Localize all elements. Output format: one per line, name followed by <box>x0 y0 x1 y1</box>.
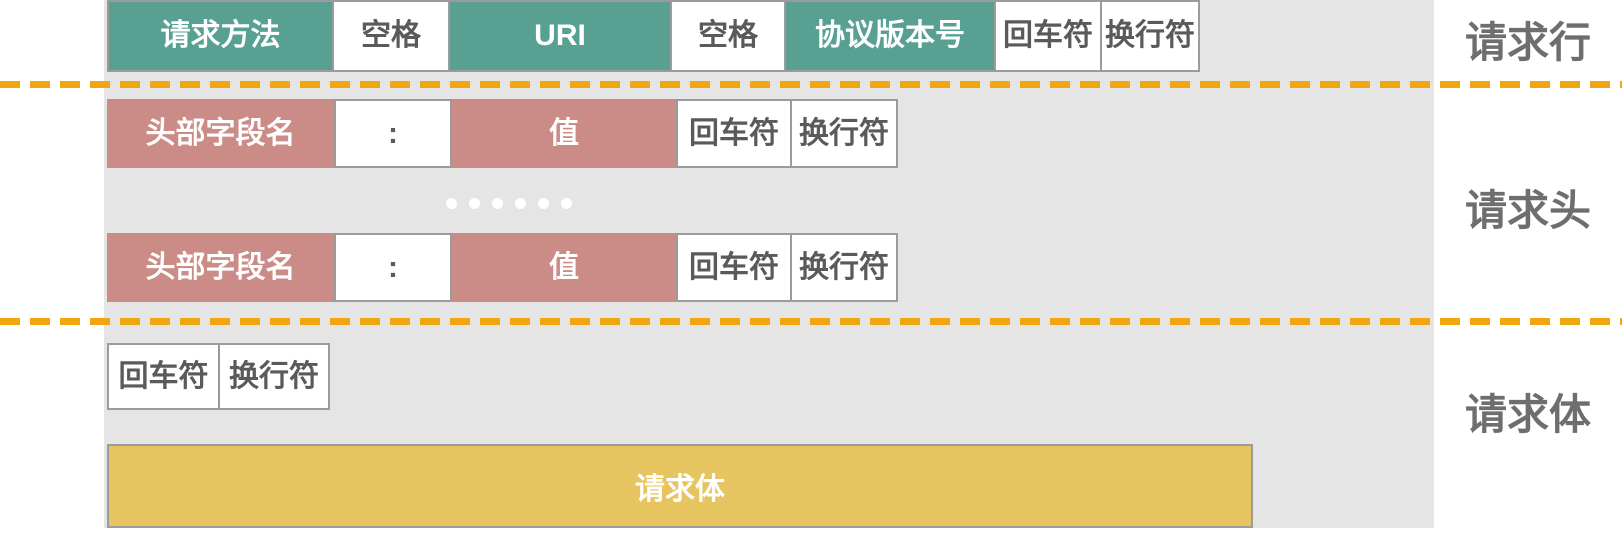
box-colon-1: : <box>334 99 452 168</box>
section-divider-dashed-1 <box>0 81 1622 88</box>
box-lf-header-2: 换行符 <box>790 233 898 302</box>
box-uri: URI <box>448 0 672 72</box>
ellipsis-dot <box>469 198 480 209</box>
ellipsis-dots-icon <box>446 198 572 209</box>
ellipsis-dot <box>538 198 549 209</box>
section-divider-dashed-2 <box>0 318 1622 325</box>
box-colon-2: : <box>334 233 452 302</box>
box-cr-header-2: 回车符 <box>676 233 792 302</box>
box-lf-body: 换行符 <box>218 343 330 410</box>
box-header-value-2: 值 <box>452 233 676 302</box>
box-cr-header-1: 回车符 <box>676 99 792 168</box>
box-header-field-name-1: 头部字段名 <box>107 99 334 168</box>
request-line-row: 请求方法 空格 URI 空格 协议版本号 回车符 换行符 <box>107 0 1200 72</box>
header-row-1: 头部字段名 : 值 回车符 换行符 <box>107 99 898 168</box>
ellipsis-dot <box>515 198 526 209</box>
section-label-request-body: 请求体 <box>1464 391 1591 438</box>
ellipsis-dot <box>561 198 572 209</box>
box-request-body: 请求体 <box>107 444 1253 528</box>
box-header-value-1: 值 <box>452 99 676 168</box>
ellipsis-dot <box>492 198 503 209</box>
section-label-request-line: 请求行 <box>1464 19 1591 66</box>
box-header-field-name-2: 头部字段名 <box>107 233 334 302</box>
box-space-1: 空格 <box>332 0 450 72</box>
box-lf-header-1: 换行符 <box>790 99 898 168</box>
box-protocol-version: 协议版本号 <box>784 0 996 72</box>
box-request-method: 请求方法 <box>107 0 334 72</box>
box-cr-body: 回车符 <box>107 343 220 410</box>
ellipsis-dot <box>446 198 457 209</box>
box-space-2: 空格 <box>670 0 786 72</box>
section-label-request-headers: 请求头 <box>1464 187 1591 234</box>
box-lf-line: 换行符 <box>1100 0 1200 72</box>
header-row-2: 头部字段名 : 值 回车符 换行符 <box>107 233 898 302</box>
box-cr-line: 回车符 <box>994 0 1102 72</box>
body-crlf-row: 回车符 换行符 <box>107 343 330 410</box>
